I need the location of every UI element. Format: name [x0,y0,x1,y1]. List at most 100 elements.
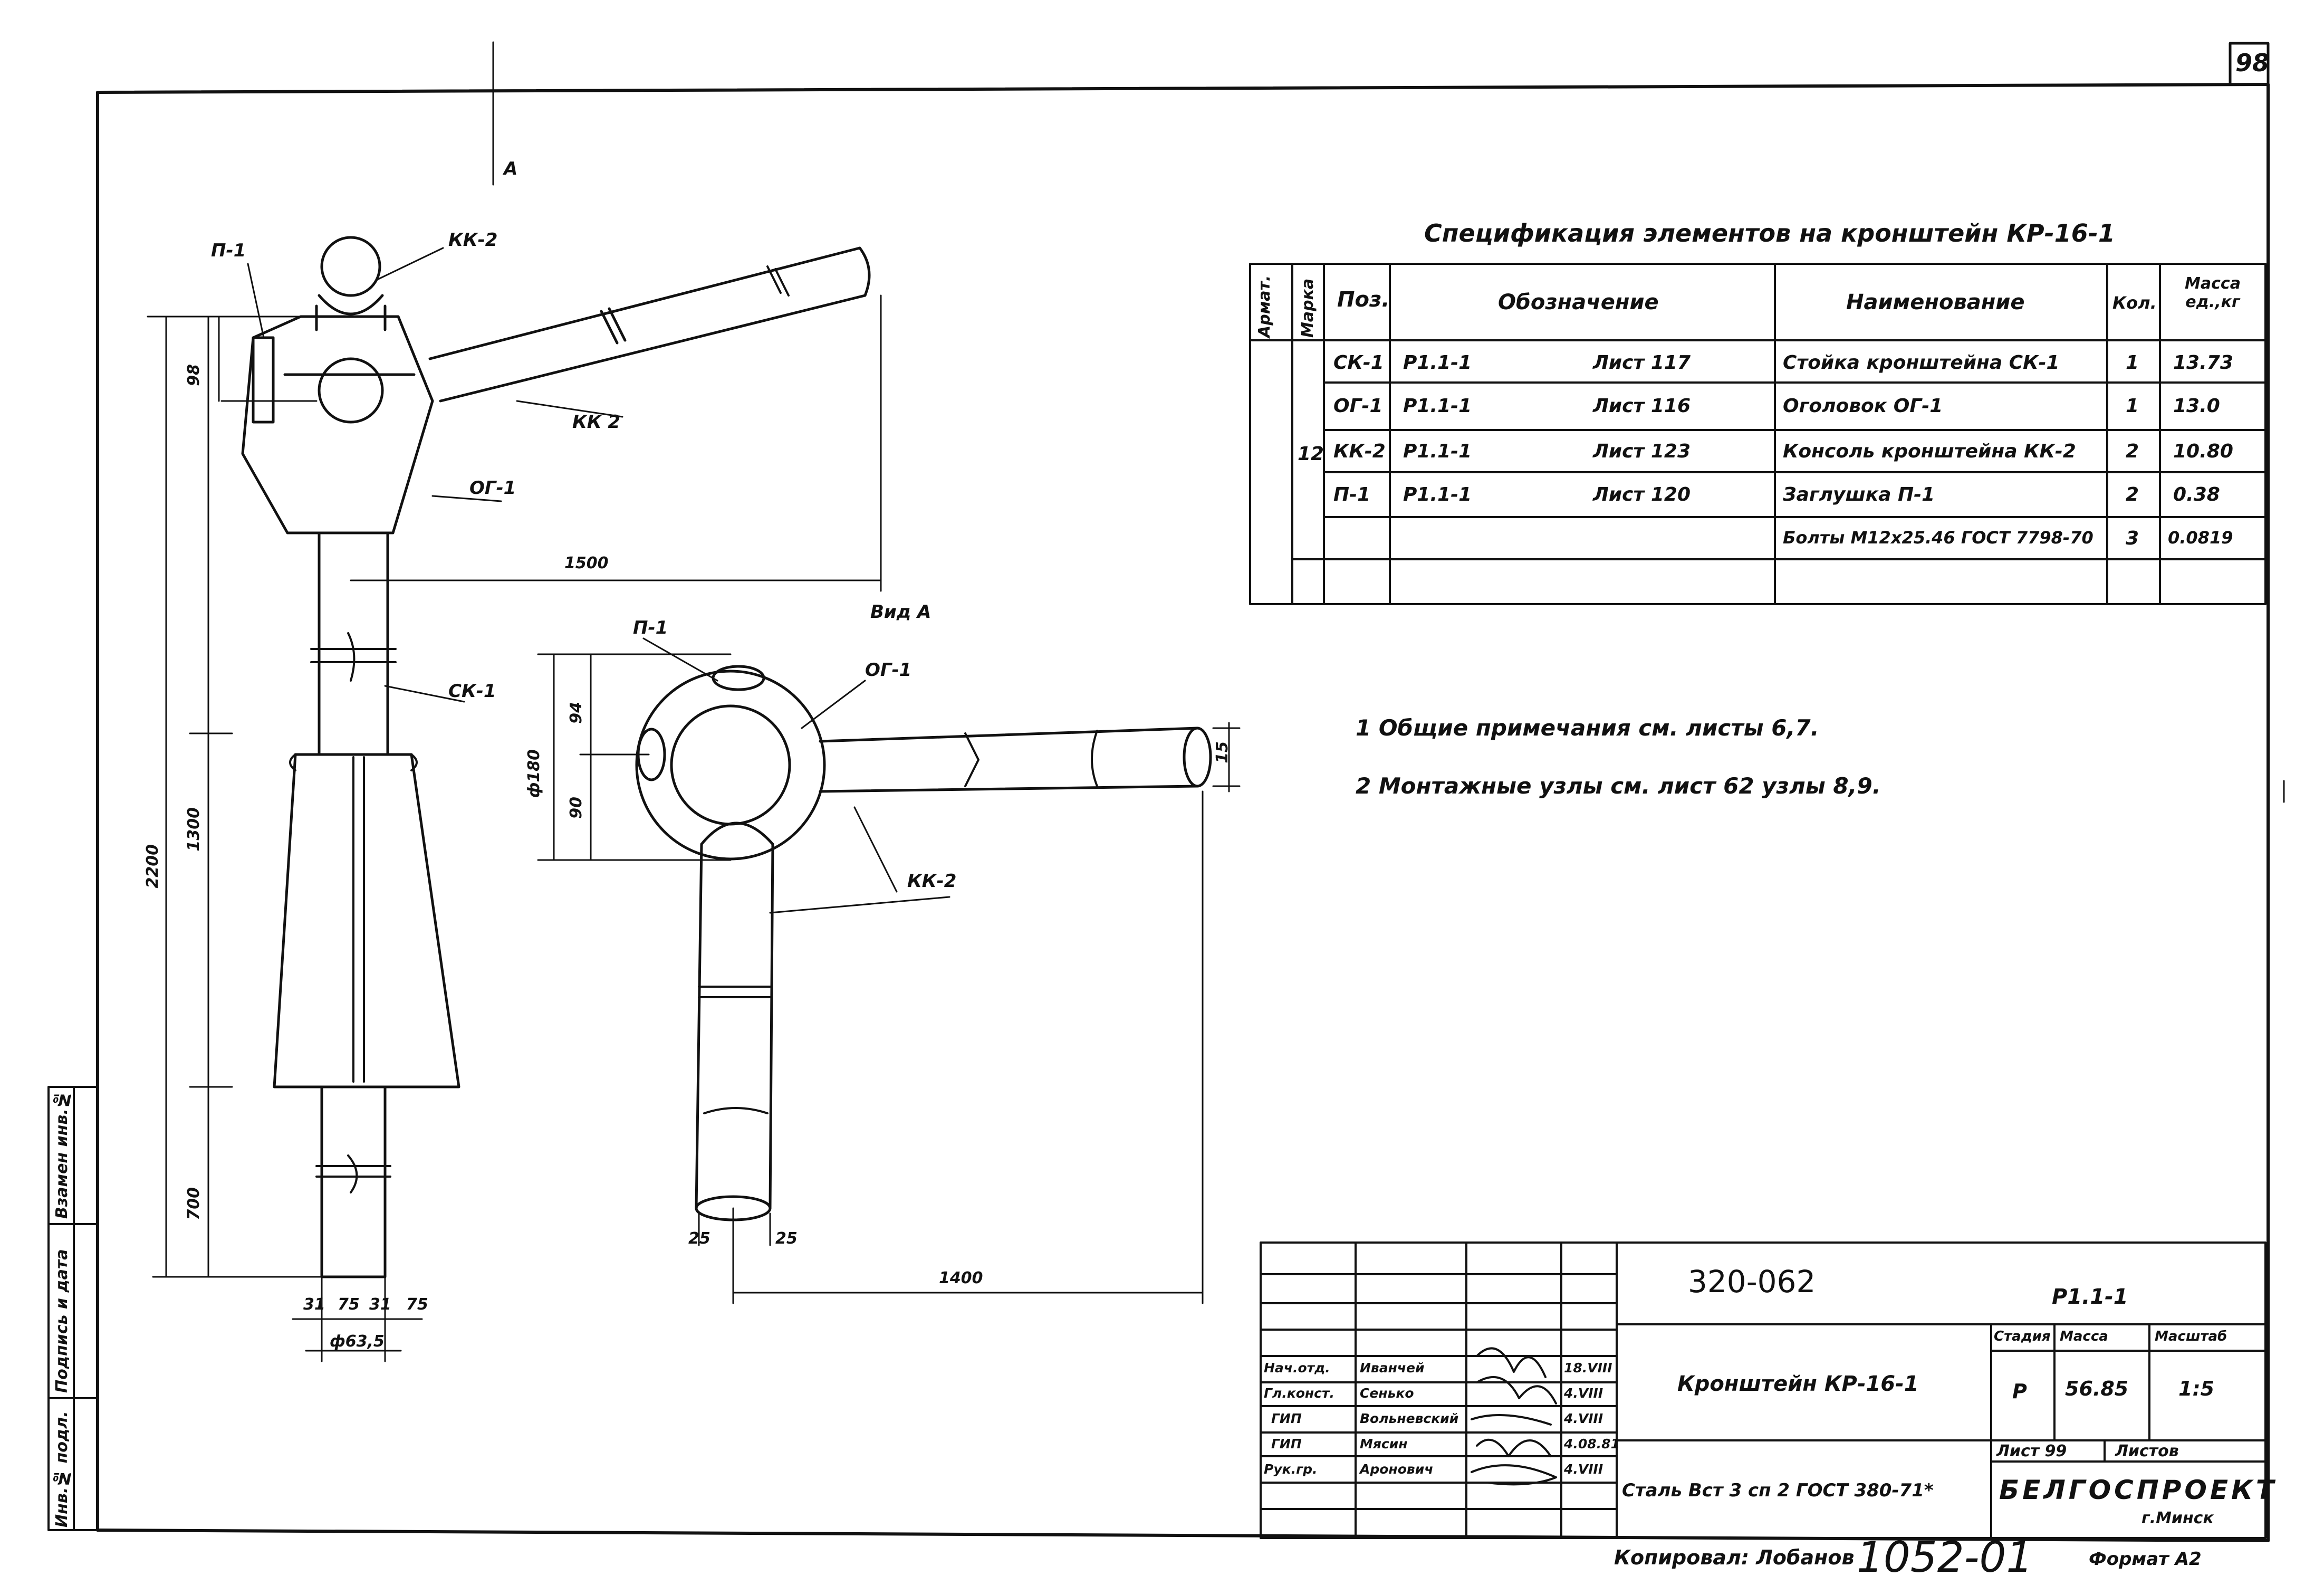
row-name: Болты М12х25.46 ГОСТ 7798-70 [1783,528,2093,548]
row-pos: ОГ-1 [1333,395,1383,417]
spec-group-mark: 12 [1298,443,1324,465]
date: 4.08.81 [1564,1436,1620,1451]
dim-98: 98 [185,364,203,386]
person: Иванчей [1360,1360,1425,1376]
dim-31b: 31 [369,1295,391,1314]
label-p1: П-1 [211,240,246,261]
person: Вольневский [1360,1411,1459,1426]
dim-1500: 1500 [564,554,609,572]
label-kk2-plan: КК-2 [907,871,957,892]
row-name: Консоль кронштейна КК-2 [1783,441,2076,462]
scale-header: Масштаб [2155,1329,2227,1344]
list-item: Рук.гр. Аронович 4.VIII [1261,1457,1617,1483]
side-stamp-replaced: Взамен инв.№ [53,1090,71,1219]
spec-title: Спецификация элементов на кронштейн КР-1… [1424,219,2115,247]
copy-number: 1052-01 [1857,1533,2033,1582]
stage-value: Р [2012,1380,2027,1403]
spec-rows: СК-1 Р1.1-1 Лист 117 Стойка кронштейна С… [1324,340,2265,559]
table-row: КК-2 Р1.1-1 Лист 123 Консоль кронштейна … [1324,430,2265,472]
label-p1-plan: П-1 [633,617,668,638]
person: Сенько [1360,1386,1414,1401]
stage-header: Стадия [1994,1329,2051,1344]
paper-format: Формат А2 [2089,1549,2202,1570]
doc-series: Р1.1-1 [2052,1285,2128,1309]
table-row: СК-1 Р1.1-1 Лист 117 Стойка кронштейна С… [1324,340,2265,383]
list-item: Гл.конст. Сенько 4.VIII [1261,1381,1617,1407]
row-mass: 0.0819 [2168,528,2233,548]
row-sheet: Лист 123 [1593,441,1691,462]
row-qty: 1 [2126,352,2139,374]
row-doc: Р1.1-1 [1403,395,1472,417]
doc-code: 320-062 [1688,1264,1816,1300]
dim-1400: 1400 [939,1269,983,1287]
sheet-number: 98 [2235,49,2270,77]
list-item: ГИП Вольневский 4.VIII [1261,1407,1617,1432]
row-pos: СК-1 [1333,352,1384,374]
list-item: Нач.отд. Иванчей 18.VIII [1261,1356,1617,1381]
table-row: П-1 Р1.1-1 Лист 120 Заглушка П-1 2 0.38 [1324,472,2265,517]
label-sk1: СК-1 [448,681,496,702]
person: Мясин [1360,1436,1408,1451]
leader-lines [247,41,950,914]
row-mass: 13.73 [2173,352,2233,374]
signatures [1471,1347,1557,1486]
elevation-view [241,236,871,1278]
date: 18.VIII [1564,1360,1612,1376]
view-a-label: Вид А [870,601,931,623]
dim-75a: 75 [338,1295,360,1314]
scale-value: 1:5 [2178,1377,2215,1400]
label-og1-plan: ОГ-1 [865,660,912,681]
dim-700: 700 [185,1187,203,1220]
date: 4.VIII [1564,1462,1603,1477]
row-qty: 2 [2126,441,2139,462]
row-sheet: Лист 120 [1593,484,1691,505]
role: Гл.конст. [1264,1386,1334,1401]
sheet-label: Лист 99 [1996,1442,2067,1460]
row-pos: П-1 [1333,484,1371,505]
role: Нач.отд. [1264,1360,1330,1376]
row-name: Заглушка П-1 [1783,484,1935,505]
mass-value: 56.85 [2065,1377,2129,1400]
plan-view [635,665,1212,1221]
list-item: ГИП Мясин 4.08.81 [1261,1432,1620,1457]
dim-2200: 2200 [143,844,162,889]
sheets-label: Листов [2115,1442,2179,1460]
dim-25b: 25 [775,1229,798,1248]
side-stamp-inventory: Инв.№ подл. [53,1411,71,1527]
spec-header-pos: Поз. [1337,288,1390,312]
role: ГИП [1271,1411,1302,1426]
approval-roles: Нач.отд. Иванчей 18.VIII Гл.конст. Сеньк… [1261,1356,1620,1483]
dim-63: ф63,5 [330,1332,385,1351]
row-doc: Р1.1-1 [1403,352,1472,374]
dim-180: ф180 [525,749,543,798]
spec-header-mass: Масса ед.,кг [2185,274,2241,311]
row-mass: 10.80 [2173,441,2233,462]
view-arrow-label: А [504,158,518,179]
dim-75b: 75 [406,1295,428,1314]
dim-31a: 31 [303,1295,325,1314]
row-qty: 3 [2126,528,2139,549]
spec-header-armat: Армат. [1255,275,1274,338]
dim-25a: 25 [688,1229,710,1248]
material: Сталь Вст 3 сп 2 ГОСТ 380-71* [1622,1480,1934,1501]
role: Рук.гр. [1264,1462,1318,1477]
label-kk2-top: КК-2 [448,230,498,251]
person: Аронович [1360,1462,1434,1477]
spec-table-grid [1249,263,2267,605]
row-name: Стойка кронштейна СК-1 [1783,352,2060,374]
org-city: г.Минск [2141,1509,2214,1527]
date: 4.VIII [1564,1386,1603,1401]
row-pos: КК-2 [1333,441,1386,462]
org-name: БЕЛГОСПРОЕКТ [1999,1475,2277,1505]
label-og1: ОГ-1 [469,477,516,499]
row-qty: 1 [2126,395,2139,417]
row-qty: 2 [2126,484,2139,505]
row-sheet: Лист 116 [1593,395,1691,417]
spec-header-designation: Обозначение [1498,290,1659,314]
mass-header: Масса [2060,1329,2108,1344]
dim-15: 15 [1213,741,1232,763]
table-row: Болты М12х25.46 ГОСТ 7798-70 3 0.0819 [1324,517,2265,559]
sheet-frame [96,42,2270,1542]
row-sheet: Лист 117 [1593,352,1691,374]
